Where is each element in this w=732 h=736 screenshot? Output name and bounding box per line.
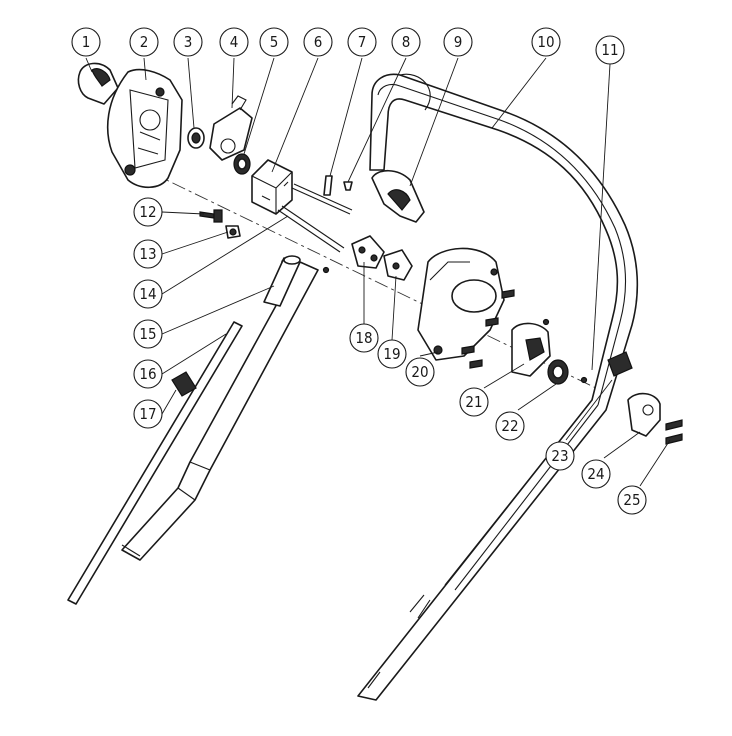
callout-label-13: 13 — [139, 245, 156, 263]
callout-label-14: 14 — [139, 285, 156, 303]
cable-gear-19 — [383, 249, 413, 281]
callout-3: 3 — [173, 27, 203, 57]
callout-14: 14 — [133, 279, 163, 309]
callout-label-21: 21 — [465, 393, 482, 411]
callout-label-9: 9 — [454, 33, 463, 51]
callout-11: 11 — [595, 35, 625, 65]
callout-label-18: 18 — [355, 329, 372, 347]
nut-13 — [225, 225, 241, 239]
callout-18: 18 — [349, 323, 379, 353]
callout-22: 22 — [495, 411, 525, 441]
right-lower-tube — [444, 399, 599, 591]
main-handle-frame — [357, 73, 639, 701]
side-cover — [511, 322, 551, 377]
callout-label-24: 24 — [587, 465, 604, 483]
callout-21: 21 — [459, 387, 489, 417]
cap-screws — [665, 419, 683, 445]
callout-15: 15 — [133, 319, 163, 349]
shaped-link — [209, 95, 253, 161]
callout-label-4: 4 — [230, 33, 239, 51]
bail-lever — [371, 169, 425, 223]
callout-label-6: 6 — [314, 33, 323, 51]
callout-label-2: 2 — [140, 33, 149, 51]
knob — [77, 62, 119, 105]
callout-8: 8 — [391, 27, 421, 57]
callout-label-3: 3 — [184, 33, 193, 51]
small-screw — [343, 181, 353, 191]
callout-label-11: 11 — [601, 41, 618, 59]
callout-label-20: 20 — [411, 363, 428, 381]
callout-label-5: 5 — [270, 33, 279, 51]
callout-label-23: 23 — [551, 447, 568, 465]
callout-7: 7 — [347, 27, 377, 57]
callout-label-25: 25 — [623, 491, 640, 509]
callout-23: 23 — [545, 441, 575, 471]
housing-plate — [106, 68, 183, 189]
callout-4: 4 — [219, 27, 249, 57]
callout-label-16: 16 — [139, 365, 156, 383]
block-bracket — [251, 159, 293, 215]
callout-label-7: 7 — [358, 33, 367, 51]
callout-20: 20 — [405, 357, 435, 387]
axis-washers — [322, 266, 588, 384]
spring — [187, 127, 205, 149]
cable-clip — [171, 371, 197, 397]
callout-label-1: 1 — [82, 33, 91, 51]
cap-plate — [627, 392, 661, 437]
bushing — [607, 351, 633, 377]
callout-16: 16 — [133, 359, 163, 389]
callout-label-17: 17 — [139, 405, 156, 423]
assembly-axis-line — [149, 171, 601, 391]
callout-2: 2 — [129, 27, 159, 57]
screw-set-12 — [199, 209, 223, 223]
callout-label-22: 22 — [501, 417, 518, 435]
callout-5: 5 — [259, 27, 289, 57]
callout-label-15: 15 — [139, 325, 156, 343]
callout-label-19: 19 — [383, 345, 400, 363]
callout-9: 9 — [443, 27, 473, 57]
callout-25: 25 — [617, 485, 647, 515]
long-rod — [67, 321, 243, 605]
callout-10: 10 — [531, 27, 561, 57]
callout-6: 6 — [303, 27, 333, 57]
leader-lines — [85, 57, 671, 487]
pin — [323, 175, 333, 196]
housing-screws — [461, 289, 515, 369]
cable-gear-18 — [351, 235, 385, 269]
gear-housing — [417, 247, 505, 361]
callout-12: 12 — [133, 197, 163, 227]
callout-13: 13 — [133, 239, 163, 269]
callout-1: 1 — [71, 27, 101, 57]
grommet-ring — [547, 359, 569, 385]
washer — [233, 153, 251, 175]
callout-label-12: 12 — [139, 203, 156, 221]
pin-rods — [277, 183, 353, 253]
callout-17: 17 — [133, 399, 163, 429]
callout-19: 19 — [377, 339, 407, 369]
callout-24: 24 — [581, 459, 611, 489]
callout-label-10: 10 — [537, 33, 554, 51]
callout-label-8: 8 — [402, 33, 411, 51]
